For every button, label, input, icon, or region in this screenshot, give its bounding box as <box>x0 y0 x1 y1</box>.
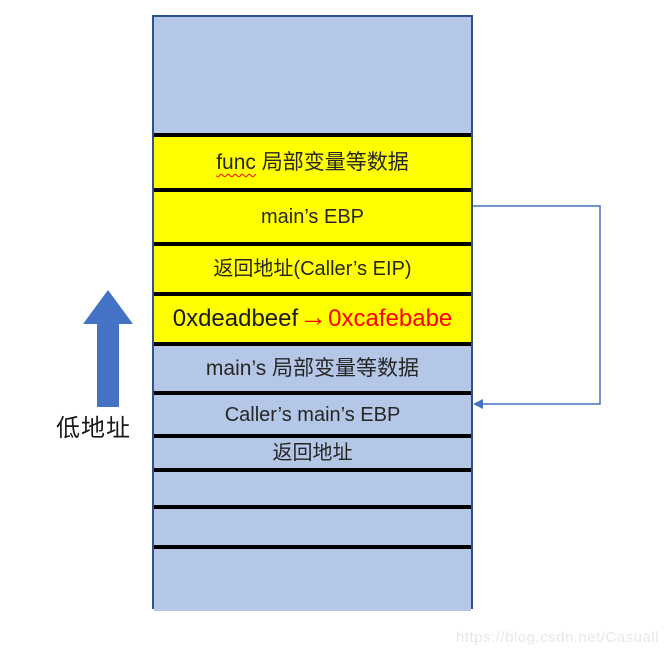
stack-row-return-address-eip: 返回地址(Caller’s EIP) <box>154 242 471 292</box>
up-arrow-icon <box>83 290 133 407</box>
left-arrowhead-icon <box>473 399 483 409</box>
main-locals-label: main’s 局部变量等数据 <box>205 357 420 380</box>
overwrite-arrow-icon: → <box>299 301 328 332</box>
func-word: func <box>216 151 256 174</box>
stack-row-func-locals: func 局部变量等数据 <box>154 133 471 188</box>
memory-stack: func 局部变量等数据 main’s EBP 返回地址(Caller’s EI… <box>152 15 473 611</box>
new-value-label: 0xcafebabe <box>328 305 453 332</box>
low-address-label: 低地址 <box>56 415 131 442</box>
stack-region-high <box>154 17 471 133</box>
func-locals-label: func 局部变量等数据 <box>216 152 409 173</box>
stack-row-main-ebp: main’s EBP <box>154 188 471 242</box>
func-rest: 局部变量等数据 <box>255 151 409 174</box>
stack-row-empty-2 <box>154 505 471 545</box>
return-address-label: 返回地址 <box>272 442 353 464</box>
stack-region-low <box>154 545 471 611</box>
stack-row-caller-main-ebp: Caller’s main’s EBP <box>154 391 471 434</box>
old-value-label: 0xdeadbeef <box>172 305 299 332</box>
main-ebp-label: main’s EBP <box>260 206 364 228</box>
stack-row-return-address: 返回地址 <box>154 434 471 468</box>
return-address-eip-label: 返回地址(Caller’s EIP) <box>213 258 412 280</box>
caller-main-ebp-label: Caller’s main’s EBP <box>224 403 401 426</box>
stack-row-overwritten-value: 0xdeadbeef→0xcafebabe <box>154 292 471 342</box>
stack-row-main-locals: main’s 局部变量等数据 <box>154 342 471 391</box>
watermark: https://blog.csdn.net/Casuall <box>456 629 659 646</box>
stack-row-empty-1 <box>154 468 471 505</box>
